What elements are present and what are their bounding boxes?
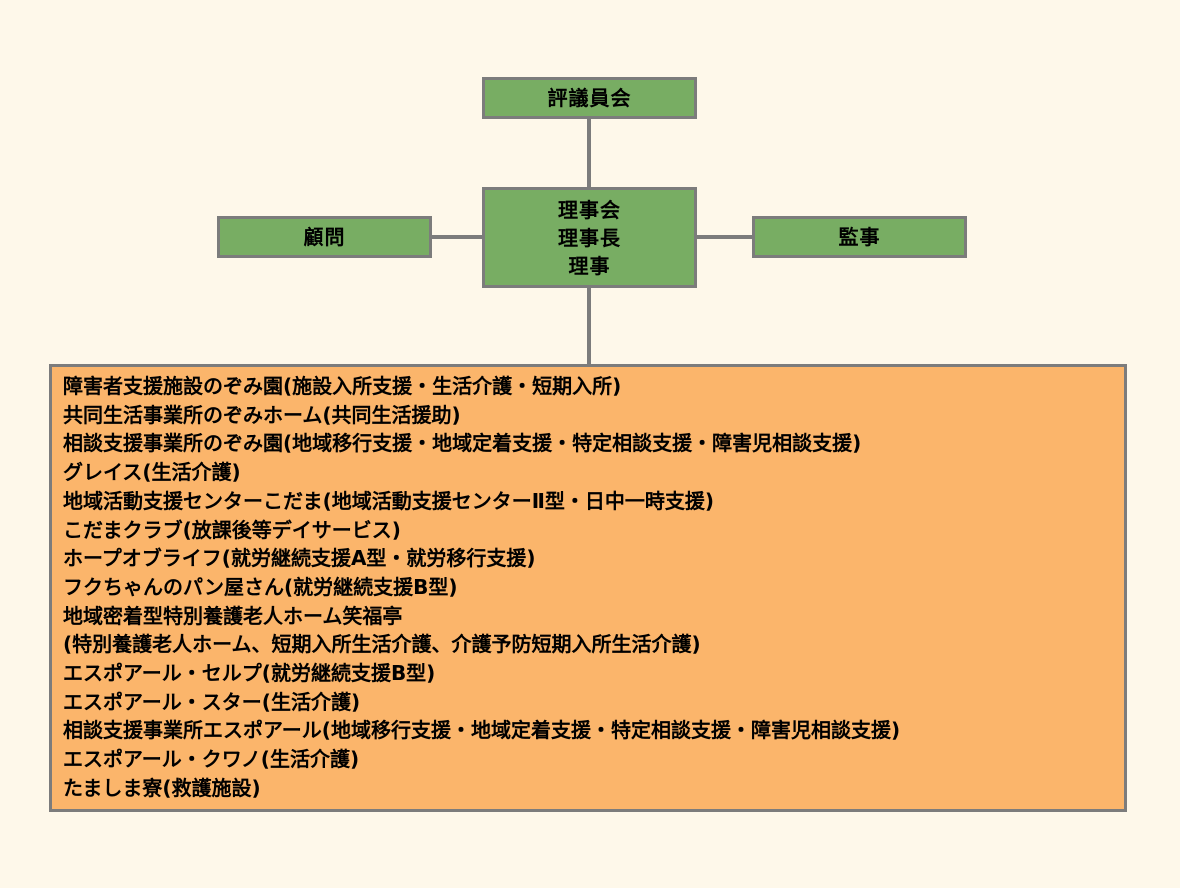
auditor-node: 監事 — [752, 216, 967, 258]
facility-item: 地域活動支援センターこだま(地域活動支援センターⅡ型・日中一時支援) — [63, 488, 715, 513]
council-label: 評議員会 — [547, 86, 632, 110]
facility-item: エスポアール・スター(生活介護) — [63, 689, 361, 714]
board-node: 理事会 理事長 理事 — [482, 187, 697, 288]
facility-item: フクちゃんのパン屋さん(就労継続支援B型) — [63, 574, 458, 599]
facility-item: ホープオブライフ(就労継続支援A型・就労移行支援) — [63, 546, 536, 571]
board-label-line: 理事 — [568, 253, 611, 278]
facility-list: 障害者支援施設のぞみ園(施設入所支援・生活介護・短期入所) 共同生活事業所のぞみ… — [63, 372, 1124, 803]
facility-item: 共同生活事業所のぞみホーム(共同生活援助) — [63, 402, 461, 427]
facility-item: エスポアール・クワノ(生活介護) — [63, 747, 360, 772]
facility-item: 相談支援事業所エスポアール(地域移行支援・地域定着支援・特定相談支援・障害児相談… — [63, 718, 901, 743]
facility-item: たましま寮(救護施設) — [63, 775, 261, 800]
facility-item: 相談支援事業所のぞみ園(地域移行支援・地域定着支援・特定相談支援・障害児相談支援… — [63, 431, 862, 456]
advisor-label: 顧問 — [303, 225, 346, 249]
facilities-box: 障害者支援施設のぞみ園(施設入所支援・生活介護・短期入所) 共同生活事業所のぞみ… — [49, 364, 1127, 812]
facility-item: 障害者支援施設のぞみ園(施設入所支援・生活介護・短期入所) — [63, 374, 622, 398]
facility-item: 地域密着型特別養護老人ホーム笑福亭 — [63, 603, 403, 628]
board-label-line: 理事会 — [558, 197, 621, 222]
connector-council-board — [587, 119, 591, 187]
facility-item: エスポアール・セルプ(就労継続支援B型) — [63, 661, 436, 686]
connector-board-facilities — [587, 288, 591, 364]
connector-board-auditor — [697, 235, 752, 239]
facility-item: (特別養護老人ホーム、短期入所生活介護、介護予防短期入所生活介護) — [63, 632, 701, 657]
connector-advisor-board — [432, 235, 482, 239]
board-label-line: 理事長 — [558, 225, 621, 250]
council-node: 評議員会 — [482, 77, 697, 119]
facility-item: こだまクラブ(放課後等デイサービス) — [63, 517, 401, 542]
advisor-node: 顧問 — [217, 216, 432, 258]
auditor-label: 監事 — [838, 225, 881, 249]
facility-item: グレイス(生活介護) — [63, 460, 241, 485]
